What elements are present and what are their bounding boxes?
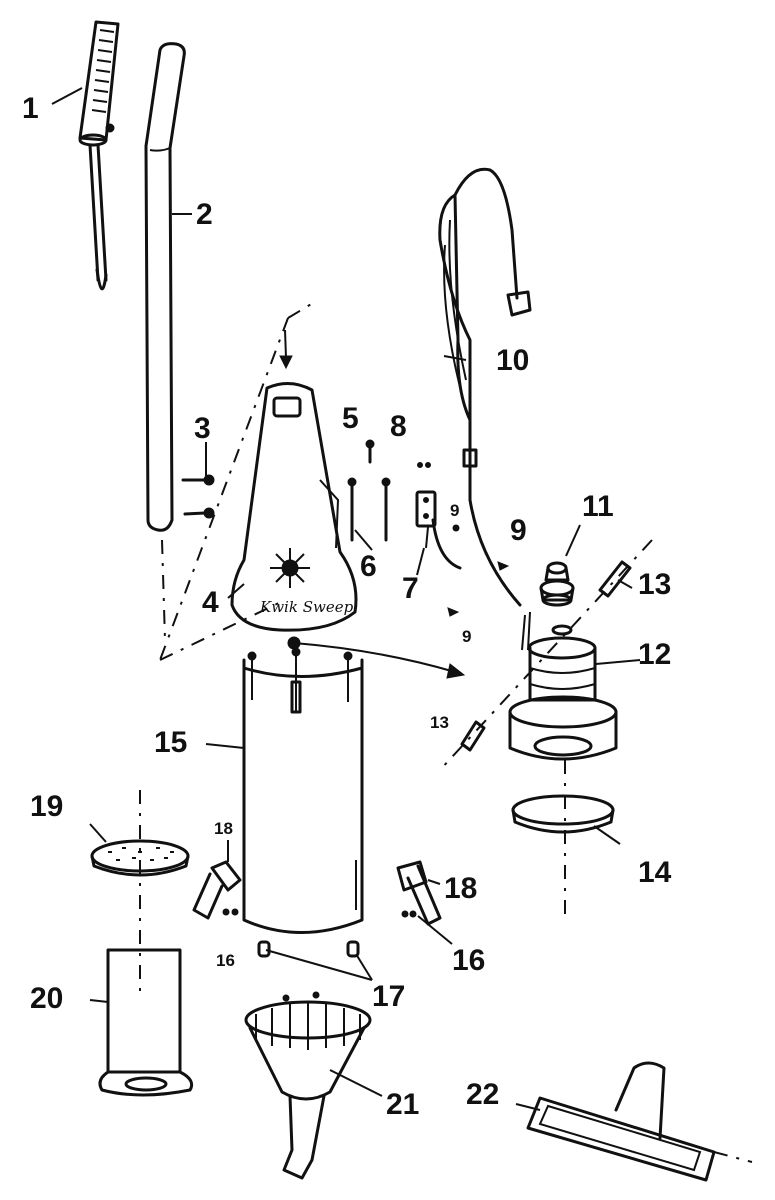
part-12-motor [439,539,653,771]
assembly-guide-lines [159,299,319,661]
part-22-floor-tool [526,1061,753,1182]
label-1: 1 [22,92,39,125]
label-17: 17 [372,980,405,1013]
label-10: 10 [496,344,529,377]
part-11-motor-cap [539,561,575,607]
label-leaders [51,87,641,1111]
part-14-ring [511,760,615,922]
label-15: 15 [154,726,187,759]
label-4: 4 [202,586,219,619]
label-12: 12 [638,638,671,671]
label-6: 6 [360,550,377,583]
part-2-wand-tube [144,42,186,532]
part-labels: 1 2 3 4 5 6 7 8 9 9 9 10 11 12 13 13 14 … [22,92,672,1121]
part-7-switch [415,490,462,570]
housing-script-text: Kwik Sweep [259,598,354,616]
part-13-pin-upper [598,560,632,598]
label-18-b: 18 [444,872,477,905]
part-19-filter-disc [90,790,190,1000]
part-16-screws [222,908,417,918]
label-13-b: 13 [430,713,449,732]
label-2: 2 [196,198,213,231]
label-5: 5 [342,402,359,435]
label-9-a: 9 [450,501,459,520]
part-17-plugs [257,940,360,958]
label-22: 22 [466,1078,499,1111]
label-8: 8 [390,410,407,443]
part-1-handle-grip [78,20,120,291]
label-9-b: 9 [510,514,527,547]
label-21: 21 [386,1088,419,1121]
label-16-b: 16 [452,944,485,977]
label-20: 20 [30,982,63,1015]
part-9-screws [447,524,510,617]
part-21-nozzle [244,991,372,1180]
label-19: 19 [30,790,63,823]
label-16-a: 16 [216,951,235,970]
part-4-upper-housing: Kwik Sweep [230,382,358,632]
part-10-power-cord [438,167,532,607]
label-14: 14 [638,856,672,889]
part-6-long-screws [347,477,391,542]
label-11: 11 [582,490,614,523]
label-13-a: 13 [638,568,671,601]
part-20-filter-sleeve [98,948,194,1097]
label-3: 3 [194,412,211,445]
label-9-c: 9 [462,627,471,646]
part-18-clip-left [192,840,242,920]
part-13-pin-lower [460,720,486,752]
part-8-screws [417,462,431,468]
part-15-canister [242,636,466,934]
part-3-screws [181,474,215,519]
part-5-screw [365,439,375,464]
label-18-a: 18 [214,819,233,838]
part-18-clip-right [396,860,442,926]
label-7: 7 [402,572,419,605]
